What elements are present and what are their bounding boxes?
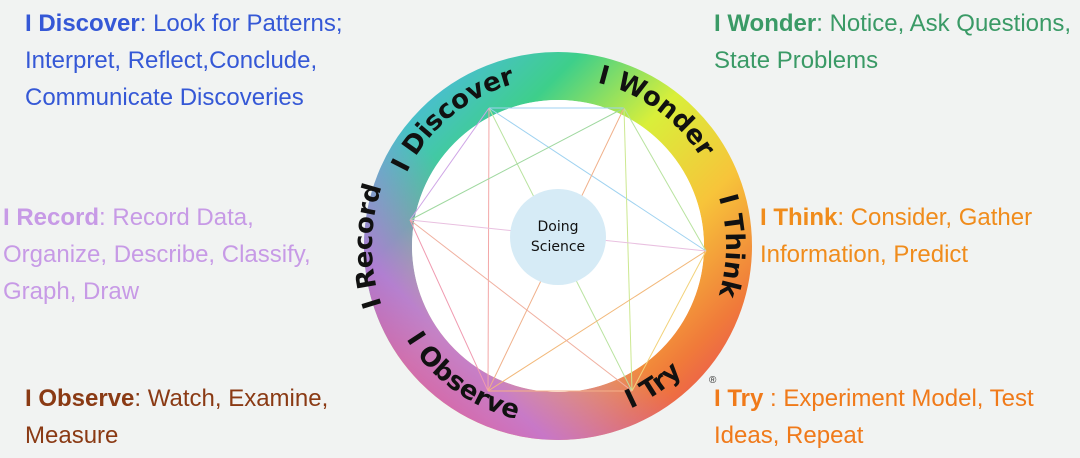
- note-wonder: I Wonder: Notice, Ask Questions, State P…: [714, 5, 1074, 79]
- note-wonder-title: I Wonder: [714, 10, 817, 37]
- note-think: I Think: Consider, Gather Information, P…: [760, 199, 1080, 273]
- note-try-title: I Try: [714, 385, 764, 412]
- note-observe-title: I Observe: [25, 385, 135, 412]
- note-discover-text: : Look for Patterns; Interpret, Reflect,…: [25, 10, 343, 111]
- note-try: I Try : Experiment Model, Test Ideas, Re…: [714, 380, 1080, 454]
- note-discover-title: I Discover: [25, 10, 140, 37]
- note-try-text: : Experiment Model, Test Ideas, Repeat: [714, 385, 1034, 449]
- color-ring-overlay: [364, 52, 752, 440]
- note-observe-text: : Watch, Examine, Measure: [25, 385, 329, 449]
- center-label-line2: Science: [531, 239, 585, 255]
- note-discover: I Discover: Look for Patterns; Interpret…: [25, 5, 405, 116]
- note-think-title: I Think: [760, 204, 838, 231]
- connection-lines: [409, 107, 707, 392]
- note-think-text: : Consider, Gather Information, Predict: [760, 204, 1033, 268]
- note-observe: I Observe: Watch, Examine, Measure: [25, 380, 385, 454]
- registered-mark: ®: [709, 375, 717, 386]
- note-record-text: : Record Data, Organize, Describe, Class…: [3, 204, 311, 305]
- note-record: I Record: Record Data, Organize, Describ…: [3, 199, 363, 310]
- center-label-line1: Doing: [538, 219, 579, 235]
- note-record-title: I Record: [3, 204, 100, 231]
- center-circle: [510, 189, 606, 285]
- note-wonder-text: : Notice, Ask Questions, State Problems: [714, 10, 1072, 74]
